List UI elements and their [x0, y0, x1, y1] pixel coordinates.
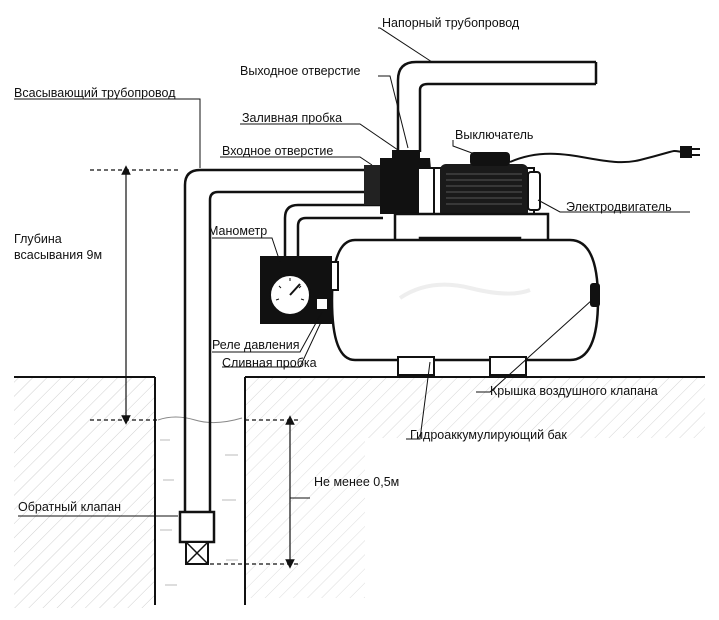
drain-plug-label: Сливная пробка	[222, 356, 317, 370]
inlet-label: Входное отверстие	[222, 144, 334, 158]
pressure-pipe-label: Напорный трубопровод	[382, 16, 520, 30]
fill-plug-label: Заливная пробка	[242, 111, 343, 125]
motor-label: Электродвигатель	[566, 200, 672, 214]
suction-pipe-label: Всасывающий трубопровод	[14, 86, 176, 100]
air-valve-cap-label: Крышка воздушного клапана	[490, 384, 658, 398]
switch-label: Выключатель	[455, 128, 534, 142]
manometer-assembly	[260, 256, 332, 324]
outlet-label: Выходное отверстие	[240, 64, 361, 78]
check-valve-label: Обратный клапан	[18, 500, 122, 514]
pump-body	[364, 150, 435, 215]
manometer-label: Манометр	[208, 224, 268, 238]
dimension-lines	[90, 165, 300, 569]
accumulator-tank	[327, 238, 600, 376]
suction-pipe	[183, 168, 380, 512]
gauge-branch-pipe	[283, 203, 383, 262]
pressure-pipe	[396, 60, 598, 152]
ground	[14, 376, 705, 608]
leader-lines	[14, 27, 690, 517]
min-depth-label: Не менее 0,5м	[314, 475, 400, 489]
depth-label-line1: Глубина	[14, 232, 62, 246]
power-cord	[509, 146, 700, 164]
electric-motor	[433, 152, 541, 218]
pressure-relay-label: Реле давления	[212, 338, 300, 352]
depth-label-line2: всасывания 9м	[14, 248, 103, 262]
check-valve	[178, 510, 216, 565]
accumulator-tank-label: Гидроаккумулирующий бак	[410, 428, 567, 442]
well-shaft	[154, 377, 246, 605]
